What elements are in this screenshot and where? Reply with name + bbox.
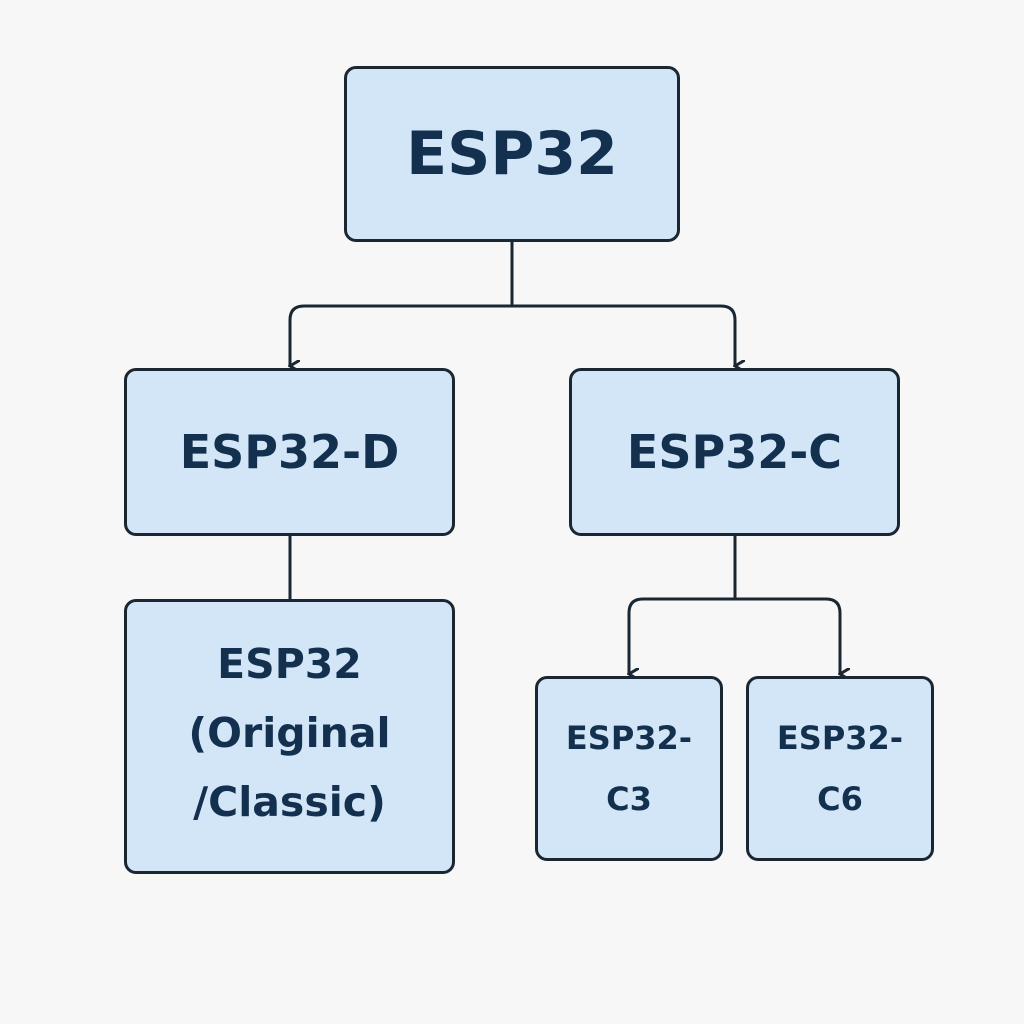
- edge-root-to-esp32-c: [512, 304, 735, 366]
- node-label-line: C3: [606, 779, 652, 818]
- edge-root-to-esp32-d: [290, 242, 514, 366]
- edge-esp32-c-to-c6: [735, 597, 840, 674]
- node-esp32-original-classic: ESP32 (Original /Classic): [124, 599, 455, 874]
- node-label-line: (Original: [188, 709, 391, 758]
- node-label: ESP32: [406, 119, 618, 189]
- node-label: ESP32-C: [626, 425, 843, 479]
- node-label-group: ESP32 (Original /Classic): [188, 630, 390, 837]
- node-esp32-c: ESP32-C: [569, 368, 900, 536]
- node-label-line: C6: [817, 779, 863, 818]
- node-label-group: ESP32- C6: [777, 708, 903, 830]
- node-label-line: /Classic): [193, 777, 386, 826]
- node-label-line: ESP32: [217, 640, 362, 689]
- node-label-line: ESP32-: [565, 718, 693, 757]
- node-label-line: ESP32-: [776, 718, 904, 757]
- edge-esp32-c-to-c3: [629, 536, 737, 674]
- node-esp32-c3: ESP32- C3: [535, 676, 723, 861]
- node-label-group: ESP32- C3: [566, 708, 692, 830]
- node-label: ESP32-D: [179, 425, 400, 479]
- node-esp32-c6: ESP32- C6: [746, 676, 934, 861]
- node-esp32-d: ESP32-D: [124, 368, 455, 536]
- node-esp32-root: ESP32: [344, 66, 680, 242]
